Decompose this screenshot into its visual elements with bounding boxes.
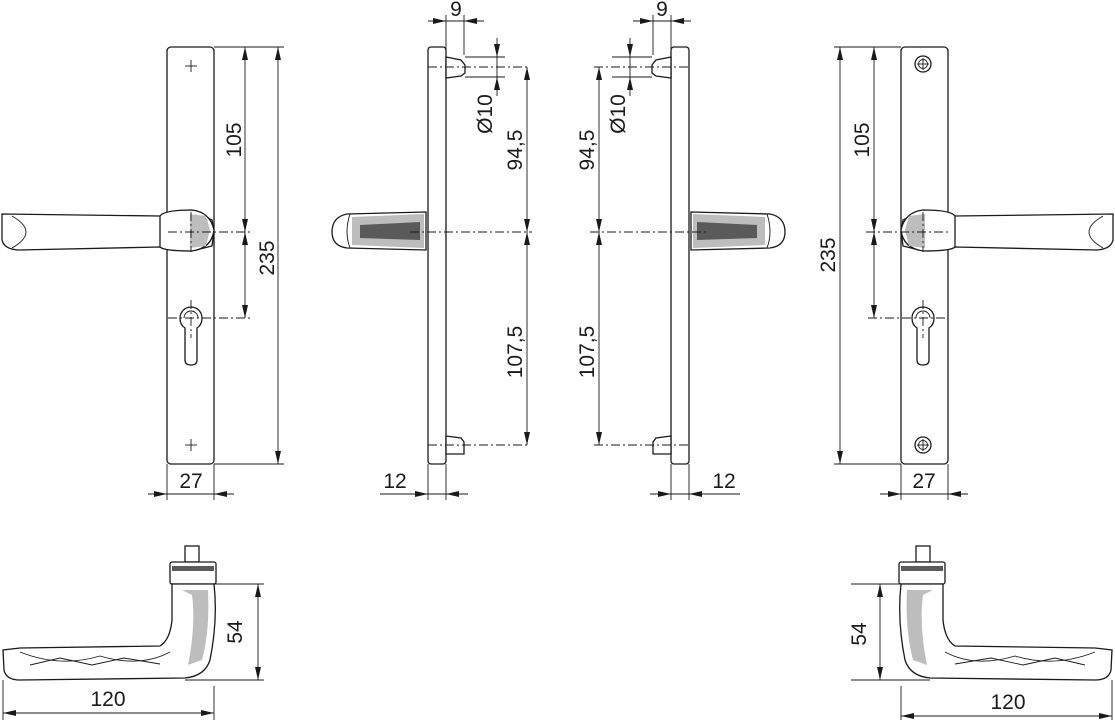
- dim-12-left: 12: [383, 470, 406, 493]
- pin-top-left: [445, 56, 466, 79]
- dim-27-left: 27: [179, 470, 202, 493]
- front-view-left: 105 235 27: [1, 46, 284, 500]
- dim-105-left: 105: [223, 122, 246, 157]
- pin-top-right: [651, 56, 672, 79]
- spindle-left: [184, 545, 200, 563]
- screw-head-bottom-right: [914, 436, 932, 454]
- dim-107-5-right: 107,5: [576, 326, 599, 379]
- screw-head-top-right: [914, 55, 932, 73]
- lever-handle-side-right: [690, 211, 786, 251]
- lever-handle-side-left: [331, 211, 427, 251]
- dim-54-right: 54: [848, 622, 871, 646]
- dim-94-5-right: 94,5: [576, 130, 599, 171]
- spindle-right: [915, 545, 931, 563]
- dim-107-5-left: 107,5: [504, 326, 527, 379]
- rose-right: [898, 561, 946, 585]
- lever-top-view-left: 54 120: [2, 545, 264, 720]
- dim-9-left: 9: [450, 0, 462, 21]
- lever-handle-front-left: [1, 209, 215, 252]
- lever-handle-front-right: [900, 209, 1114, 252]
- front-view-right: 105 235 27: [817, 46, 1114, 500]
- dim-54-left: 54: [224, 620, 247, 644]
- dim-105-right: 105: [851, 122, 874, 157]
- dim-235-right: 235: [817, 237, 840, 272]
- backplate-side-left: [427, 46, 447, 465]
- backplate-side-right: [670, 46, 690, 465]
- backplate-left: [166, 46, 215, 465]
- dim-9-right: 9: [656, 0, 668, 21]
- rose-left: [169, 561, 217, 585]
- pin-bottom-left: [445, 435, 465, 455]
- side-view-right: 9 Ø10 94,5 107,5 12: [576, 0, 786, 500]
- dim-27-right: 27: [912, 470, 935, 493]
- lever-arm-right: [899, 583, 1113, 681]
- dim-120-right: 120: [990, 691, 1025, 714]
- dim-d10-right: Ø10: [607, 94, 630, 134]
- dim-120-left: 120: [90, 688, 125, 711]
- backplate-right: [900, 46, 949, 465]
- side-view-left: 9 Ø10 94,5 107,5 12: [331, 0, 532, 500]
- lever-top-view-right: 54 120: [848, 545, 1113, 720]
- dim-235-left: 235: [256, 240, 279, 275]
- lever-arm-left: [2, 583, 216, 681]
- dim-12-right: 12: [712, 470, 735, 493]
- dim-94-5-left: 94,5: [504, 130, 527, 171]
- dim-d10-left: Ø10: [474, 94, 497, 134]
